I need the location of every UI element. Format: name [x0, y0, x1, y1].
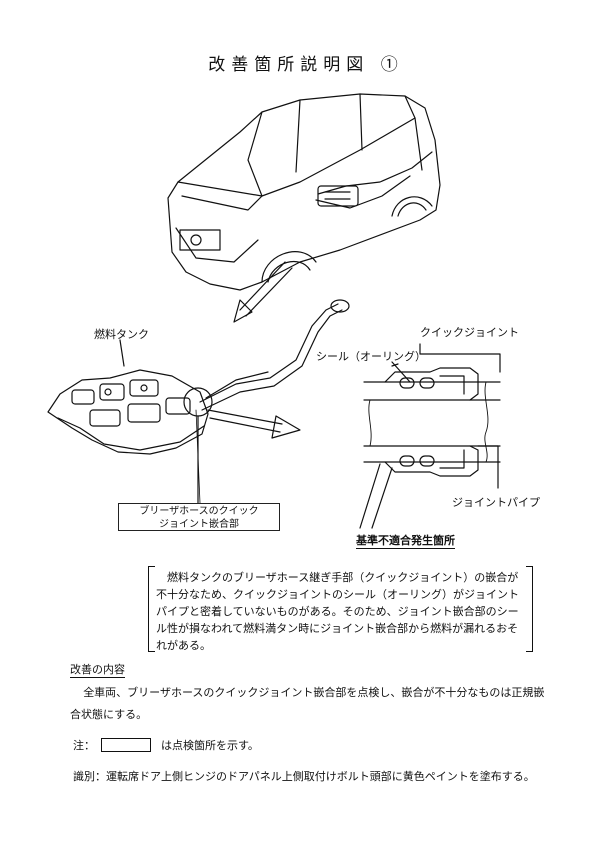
improvement-body: 全車両、ブリーザホースのクイックジョイント嵌合部を点検し、嵌合が不十分なものは正… — [70, 686, 545, 721]
note-prefix: 注： — [73, 739, 95, 752]
joint-pipe-label: ジョイントパイプ — [452, 496, 540, 509]
inspection-note: 注： は点検箇所を示す。 — [73, 737, 259, 753]
defect-description: 燃料タンクのブリーザホース継ぎ手部（クイックジョイント）の嵌合が不十分なため、ク… — [148, 566, 533, 652]
inspection-point-box-icon — [101, 738, 151, 752]
breather-joint-label-line1: ブリーザホースのクイック — [139, 506, 259, 517]
breather-hose — [199, 299, 350, 411]
vehicle-illustration — [167, 93, 441, 291]
seal-label: シール（オーリング） — [316, 350, 426, 363]
breather-joint-label: ブリーザホースのクイック ジョイント嵌合部 — [118, 503, 280, 531]
improvement-heading: 改善の内容 — [70, 663, 125, 678]
page-title: 改善箇所説明図 ① — [208, 55, 404, 75]
arrow-to-detail — [207, 409, 301, 439]
note-suffix: は点検箇所を示す。 — [161, 739, 259, 752]
defect-description-text: 燃料タンクのブリーザホース継ぎ手部（クイックジョイント）の嵌合が不十分なため、ク… — [156, 571, 519, 652]
recall-diagram — [47, 93, 501, 529]
failure-point-label: 基準不適合発生箇所 — [356, 534, 455, 549]
arrow-to-tank — [233, 261, 293, 323]
fuel-tank-label: 燃料タンク — [94, 328, 149, 341]
identification-text: 識別：運転席ドア上側ヒンジのドアパネル上側取付けボルト頭部に黄色ペイントを塗布す… — [73, 770, 535, 783]
breather-joint-label-line2: ジョイント嵌合部 — [159, 519, 239, 530]
joint-highlight-circle — [183, 387, 213, 417]
quick-joint-cross-section — [363, 367, 501, 477]
quick-joint-label: クイックジョイント — [420, 326, 519, 339]
fuel-tank-illustration — [47, 369, 209, 455]
